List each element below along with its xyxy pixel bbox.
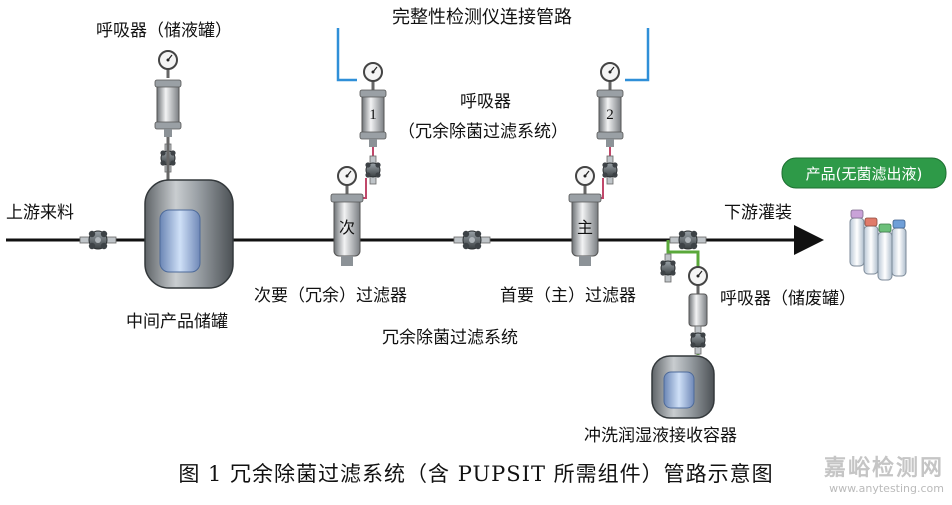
flush-branch-valve xyxy=(659,253,677,283)
integrity-line-left xyxy=(336,28,357,82)
secondary-filter-mark: 次 xyxy=(339,219,355,237)
waste-tank-breather xyxy=(687,265,709,355)
primary-filter xyxy=(568,165,602,266)
breather-2-number: 2 xyxy=(606,107,614,123)
figure-caption: 图 1 冗余除菌过滤系统（含 PUPSIT 所需组件）管路示意图 xyxy=(178,462,774,486)
redundant-breather-label-line2: （冗余除菌过滤系统） xyxy=(398,122,568,142)
upstream-valve xyxy=(79,230,117,250)
redundant-breather-label-line1: 呼吸器 xyxy=(460,92,511,112)
watermark-url: www.anytesting.com xyxy=(829,482,944,495)
mid-line-valve xyxy=(453,230,491,250)
flush-receiving-container xyxy=(651,355,715,419)
downstream-label: 下游灌装 xyxy=(724,203,792,223)
flush-container-label: 冲洗润湿液接收容器 xyxy=(584,426,737,446)
primary-filter-mark: 主 xyxy=(577,219,593,237)
waste-tank-breather-label: 呼吸器（储废罐） xyxy=(720,289,856,309)
product-vials xyxy=(849,209,907,281)
downstream-valve xyxy=(669,230,707,250)
watermark: 嘉峪检测网 www.anytesting.com xyxy=(824,450,944,495)
storage-tank-breather xyxy=(154,49,182,186)
storage-tank-breather-label: 呼吸器（储液罐） xyxy=(96,21,232,41)
integrity-tester-title: 完整性检测仪连接管路 xyxy=(392,7,572,28)
product-badge xyxy=(781,157,947,189)
product-badge-label: 产品(无菌滤出液) xyxy=(806,165,923,183)
upstream-label: 上游来料 xyxy=(6,203,74,223)
breather-1-number: 1 xyxy=(369,107,377,123)
intermediate-tank-label: 中间产品储罐 xyxy=(126,312,228,332)
secondary-filter xyxy=(330,165,364,266)
secondary-filter-label: 次要（冗余）过滤器 xyxy=(254,286,407,306)
redundant-breather-2 xyxy=(595,61,624,199)
redundant-breather-1 xyxy=(352,61,387,199)
watermark-main: 嘉峪检测网 xyxy=(823,456,944,481)
intermediate-tank xyxy=(144,179,234,289)
primary-filter-label: 首要（主）过滤器 xyxy=(500,286,636,306)
redundant-system-label: 冗余除菌过滤系统 xyxy=(382,328,518,348)
integrity-line-right xyxy=(625,28,650,82)
